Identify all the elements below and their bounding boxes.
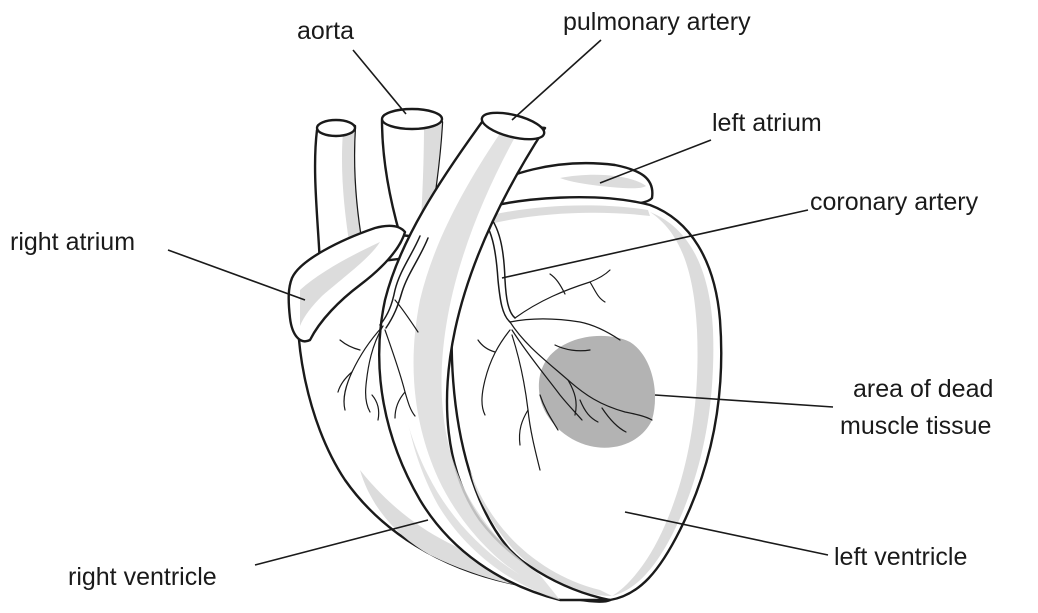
label-aorta: aorta (297, 17, 354, 45)
leader-right-atrium (168, 250, 305, 300)
label-coronary-artery: coronary artery (810, 188, 979, 216)
label-left-atrium: left atrium (712, 109, 822, 137)
label-right-ventricle: right ventricle (68, 563, 217, 591)
leader-aorta (353, 50, 406, 114)
label-dead-tissue-line2: muscle tissue (840, 412, 991, 440)
label-left-ventricle: left ventricle (834, 543, 967, 571)
label-right-atrium: right atrium (10, 228, 135, 256)
leader-pulmonary-artery (512, 40, 601, 120)
label-dead-tissue-line1: area of dead (853, 375, 993, 403)
label-pulmonary-artery: pulmonary artery (563, 8, 751, 36)
leader-right-ventricle (255, 520, 428, 565)
leader-left-atrium (600, 140, 711, 183)
